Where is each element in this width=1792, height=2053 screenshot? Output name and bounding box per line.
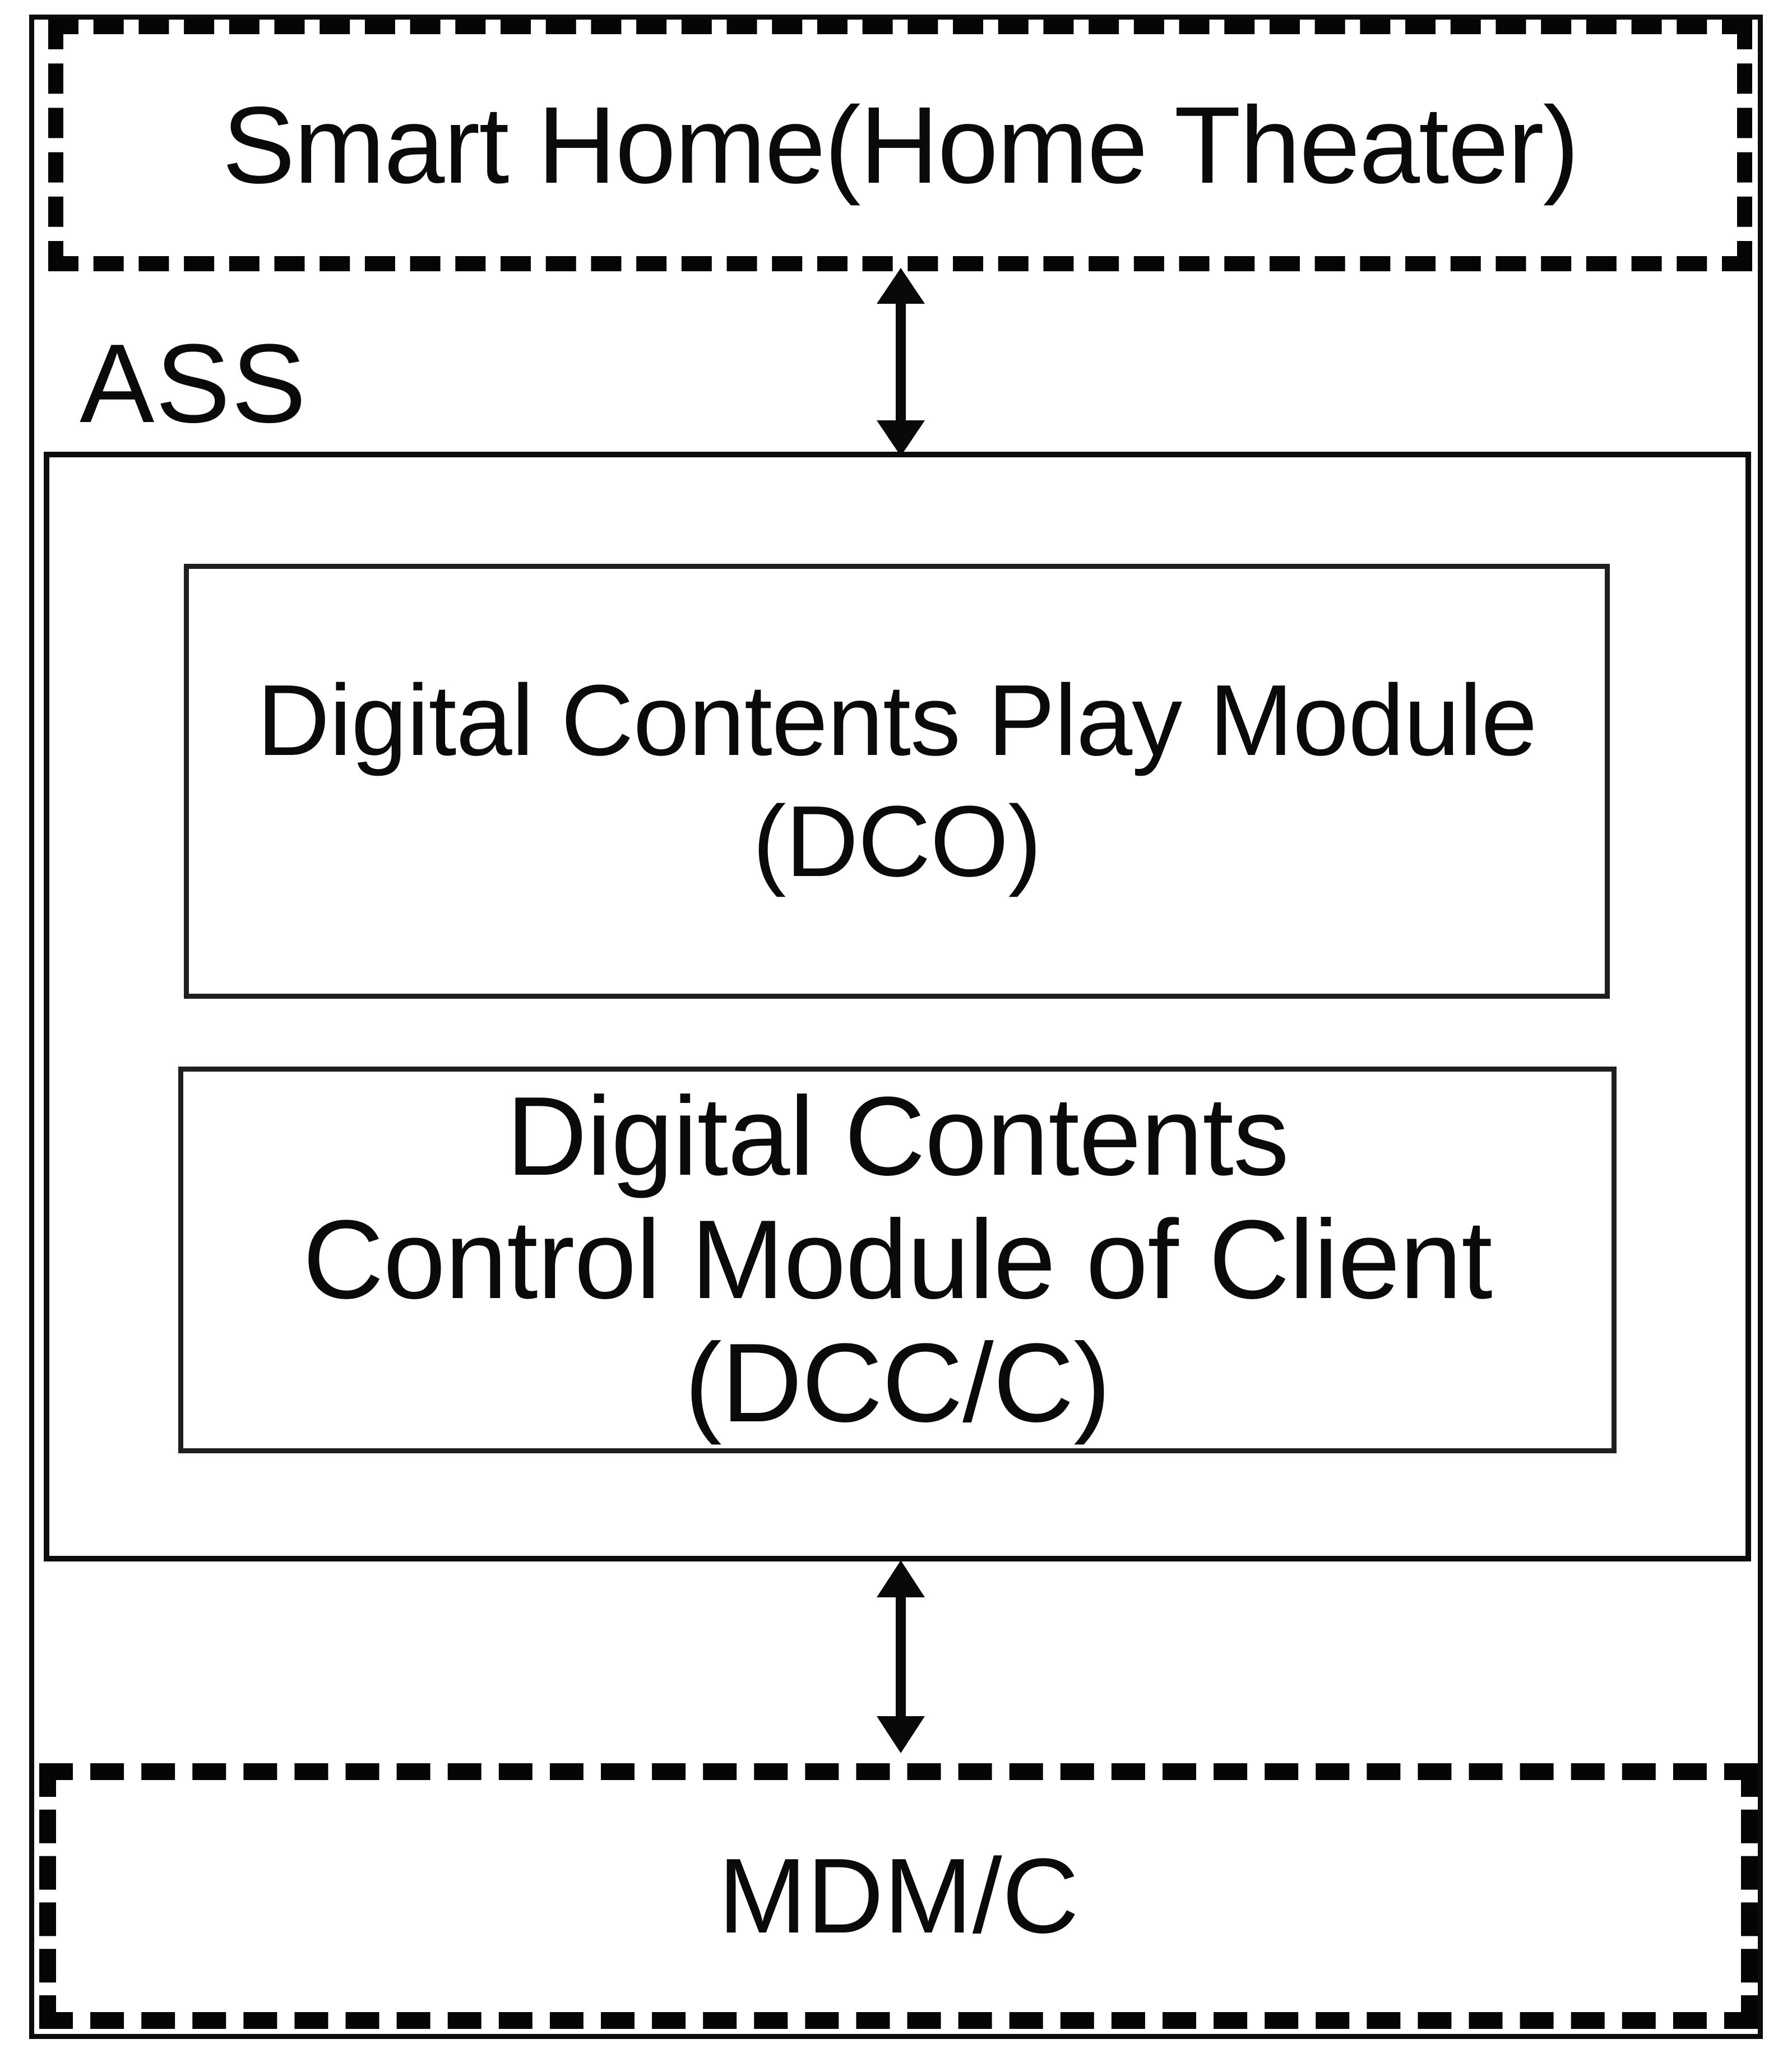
dco-label-line1: Digital Contents Play Module <box>257 664 1537 777</box>
dccc-label-line3: (DCC/C) <box>684 1320 1111 1445</box>
dco-box: Digital Contents Play Module (DCO) <box>184 564 1610 999</box>
smart-home-box: Smart Home(Home Theater) <box>48 19 1752 271</box>
client-modules-box <box>44 452 1751 1561</box>
top-double-arrow-icon <box>877 268 925 456</box>
mdm-box: MDM/C <box>39 1763 1758 2029</box>
dco-label-line2: (DCO) <box>752 785 1042 898</box>
bottom-double-arrow-icon <box>877 1560 925 1753</box>
mdm-label: MDM/C <box>718 1837 1079 1955</box>
smart-home-label: Smart Home(Home Theater) <box>222 84 1579 206</box>
ass-system-frame <box>29 15 1763 2039</box>
ass-label: ASS <box>80 321 308 446</box>
dccc-box: Digital Contents Control Module of Clien… <box>178 1067 1617 1453</box>
dccc-label-line2: Control Module of Client <box>303 1197 1493 1322</box>
dccc-label-line1: Digital Contents <box>506 1074 1289 1199</box>
